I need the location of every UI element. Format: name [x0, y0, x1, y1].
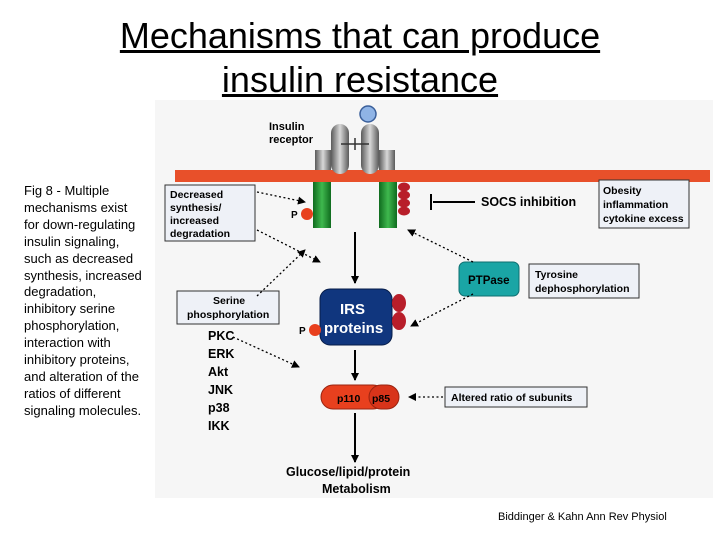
insulin-signaling-diagram: P Insulin receptor Decreased synthesis/ …	[155, 100, 713, 498]
serine-box	[176, 290, 280, 325]
svg-text:degradation: degradation	[170, 228, 230, 240]
metabolism-label-2: Metabolism	[322, 482, 391, 496]
receptor-neck-left	[315, 150, 331, 170]
kinase-jnk: JNK	[208, 383, 233, 397]
svg-text:synthesis/: synthesis/	[170, 202, 221, 214]
p85-label: p85	[372, 393, 390, 405]
title-line-2: insulin resistance	[221, 59, 499, 100]
metabolism-label-1: Glucose/lipid/protein	[286, 465, 410, 479]
receptor-alpha-right	[361, 124, 379, 174]
receptor-alpha-left	[331, 124, 349, 174]
kinase-ikk: IKK	[208, 419, 230, 433]
dotted-arrows	[232, 191, 474, 401]
arrow-ptpase-to-receptor	[407, 229, 474, 263]
receptor-label-2: receptor	[269, 134, 314, 146]
decreased-synthesis-box	[164, 184, 256, 242]
altered-ratio-box	[444, 386, 588, 408]
svg-text:proteins: proteins	[324, 320, 383, 337]
irs-phosphate	[309, 324, 321, 336]
tyrosine-box	[528, 263, 640, 299]
arrow-decreased-to-irs	[256, 229, 321, 263]
svg-text:Decreased: Decreased	[170, 189, 223, 201]
citation-credit: Biddinger & Kahn Ann Rev Physiol	[498, 511, 667, 523]
svg-text:IRS: IRS	[340, 301, 365, 318]
svg-text:Altered ratio of subunits: Altered ratio of subunits	[451, 392, 573, 404]
kinase-p38: p38	[208, 401, 230, 415]
arrow-serine-to-irs	[232, 336, 300, 368]
svg-text:cytokine excess: cytokine excess	[603, 213, 684, 225]
kinase-pkc: PKC	[208, 329, 234, 343]
kinase-akt: Akt	[208, 365, 229, 379]
svg-text:Tyrosine: Tyrosine	[535, 269, 578, 281]
receptor-label-1: Insulin	[269, 121, 305, 133]
irs-bound-protein-top	[392, 294, 406, 312]
obesity-box	[598, 179, 690, 229]
socs-proteins	[398, 182, 410, 216]
kinase-erk: ERK	[208, 347, 234, 361]
svg-text:Obesity: Obesity	[603, 185, 642, 197]
svg-text:increased: increased	[170, 215, 219, 227]
receptor-phosphate-label: P	[291, 210, 298, 221]
slide-title: Mechanisms that can produce insulin resi…	[40, 14, 680, 102]
p110-label: p110	[337, 393, 361, 405]
irs-bound-protein-bottom	[392, 312, 406, 330]
receptor-neck-right	[379, 150, 395, 170]
ptpase-label: PTPase	[468, 275, 510, 287]
insulin-ligand	[359, 105, 377, 123]
socs-inhibition-label: SOCS inhibition	[481, 195, 576, 209]
arrow-decreased-to-receptor	[256, 191, 306, 205]
title-line-1: Mechanisms that can produce	[119, 15, 601, 56]
receptor-beta-right	[379, 182, 397, 228]
figure-caption: Fig 8 - Multiple mechanisms exist for do…	[24, 183, 142, 418]
ptpase-box	[458, 261, 520, 297]
arrow-serine-to-receptor	[256, 249, 306, 297]
svg-text:phosphorylation: phosphorylation	[187, 309, 269, 321]
irs-phosphate-label: P	[299, 326, 306, 337]
receptor-phosphate	[301, 208, 313, 220]
receptor-beta-left	[313, 182, 331, 228]
p85-subunit	[368, 384, 400, 410]
svg-text:dephosphorylation: dephosphorylation	[535, 283, 630, 295]
svg-text:inflammation: inflammation	[603, 199, 668, 211]
svg-text:Serine: Serine	[213, 295, 245, 307]
cell-membrane	[175, 170, 710, 182]
irs-proteins-box	[319, 288, 393, 346]
